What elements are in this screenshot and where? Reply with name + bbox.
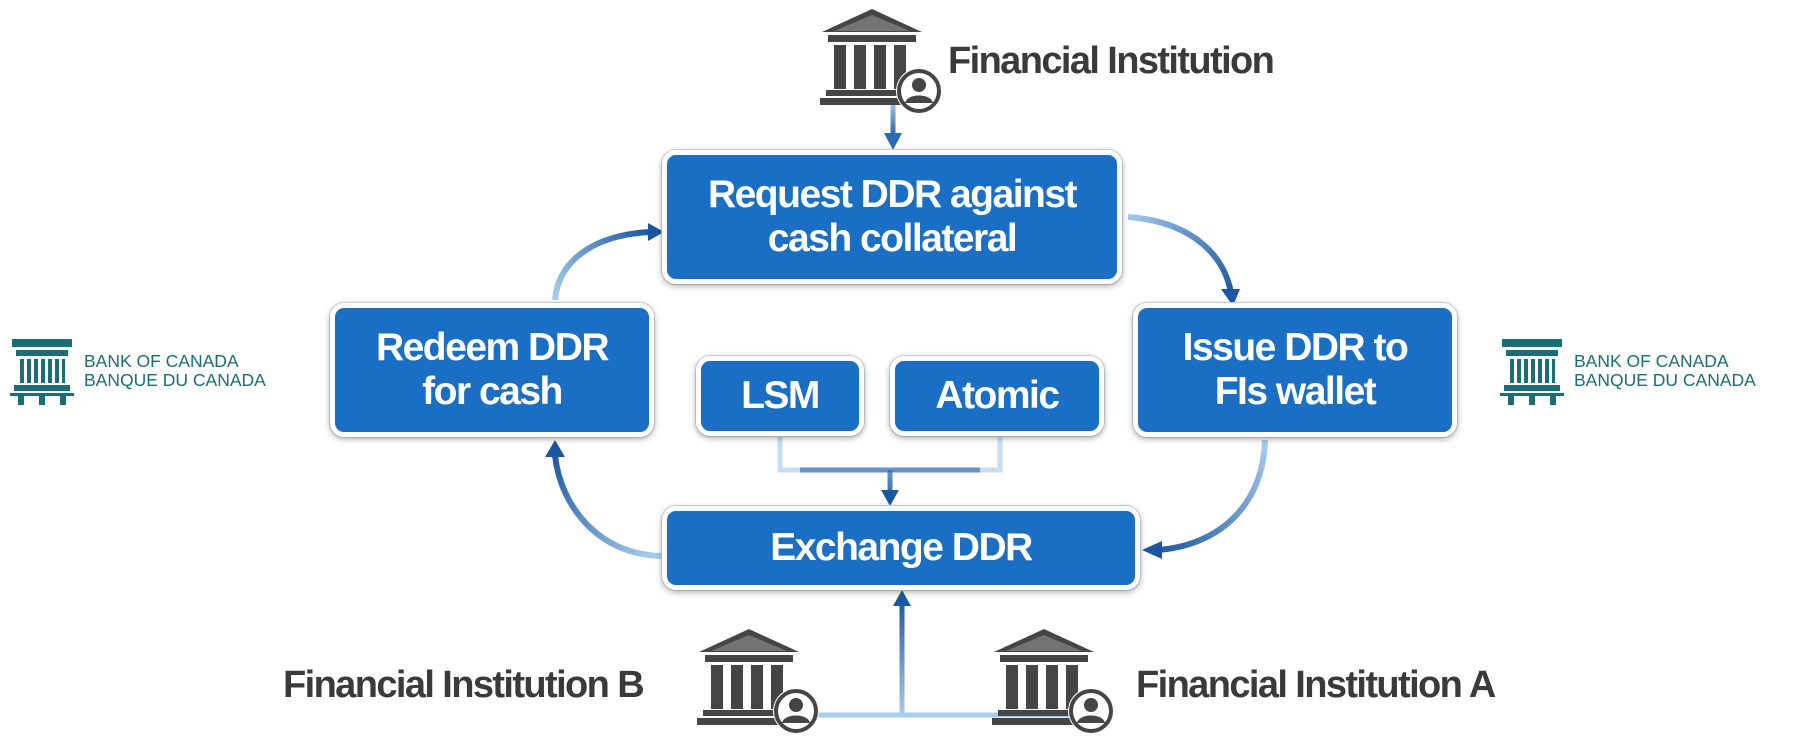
- institution-b-label: Financial Institution B: [283, 664, 645, 706]
- boc-name-en: BANK OF CANADA: [84, 350, 239, 371]
- bank-user-icon: [697, 629, 819, 734]
- arrow-issue-to-exchange: [1157, 439, 1268, 553]
- bank-of-canada-left: BANK OF CANADA BANQUE DU CANADA: [10, 337, 266, 405]
- arrowhead-issue: [1221, 289, 1240, 306]
- atomic-text: Atomic: [935, 374, 1060, 418]
- bank-of-canada-wordmark: BANK OF CANADA BANQUE DU CANADA: [84, 350, 266, 391]
- bank-of-canada-logo: [10, 339, 74, 405]
- issue-ddr-text: Issue DDR to FIs wallet: [1182, 326, 1409, 413]
- exchange-ddr-box: Exchange DDR: [662, 506, 1140, 590]
- atomic-box: Atomic: [890, 356, 1104, 436]
- request-ddr-text: Request DDR against cash collateral: [707, 173, 1078, 260]
- bank-user-icon: [820, 9, 942, 114]
- arrowhead-exchange-right: [1142, 541, 1162, 559]
- boc-name-en: BANK OF CANADA: [1574, 350, 1729, 371]
- redeem-ddr-text: Redeem DDR for cash: [375, 326, 610, 413]
- boc-name-fr: BANQUE DU CANADA: [1574, 370, 1756, 390]
- arrowhead-request-top: [884, 133, 902, 150]
- request-ddr-box: Request DDR against cash collateral: [662, 150, 1122, 284]
- arrowhead-exchange-top: [881, 490, 899, 506]
- lsm-text: LSM: [741, 374, 820, 418]
- bank-of-canada-logo: [1500, 339, 1564, 405]
- arrow-exchange-to-redeem: [552, 454, 663, 559]
- arrowhead-exchange-bottom: [893, 590, 911, 606]
- arrowhead-redeem: [545, 440, 565, 457]
- bank-of-canada-wordmark: BANK OF CANADA BANQUE DU CANADA: [1574, 350, 1756, 391]
- institution-a-label: Financial Institution A: [1136, 664, 1496, 706]
- arrowhead-request-left: [648, 223, 664, 241]
- bank-user-icon: [992, 629, 1114, 734]
- arrow-request-to-issue: [1127, 214, 1234, 294]
- issue-ddr-box: Issue DDR to FIs wallet: [1133, 303, 1457, 437]
- bank-of-canada-right: BANK OF CANADA BANQUE DU CANADA: [1500, 337, 1756, 405]
- redeem-ddr-box: Redeem DDR for cash: [330, 303, 654, 437]
- connector-lsm-atomic: [777, 436, 1003, 473]
- lsm-box: LSM: [696, 356, 864, 436]
- arrow-redeem-to-request: [552, 229, 651, 301]
- boc-name-fr: BANQUE DU CANADA: [84, 370, 266, 390]
- top-institution-label: Financial Institution: [948, 40, 1275, 82]
- exchange-ddr-text: Exchange DDR: [770, 526, 1033, 570]
